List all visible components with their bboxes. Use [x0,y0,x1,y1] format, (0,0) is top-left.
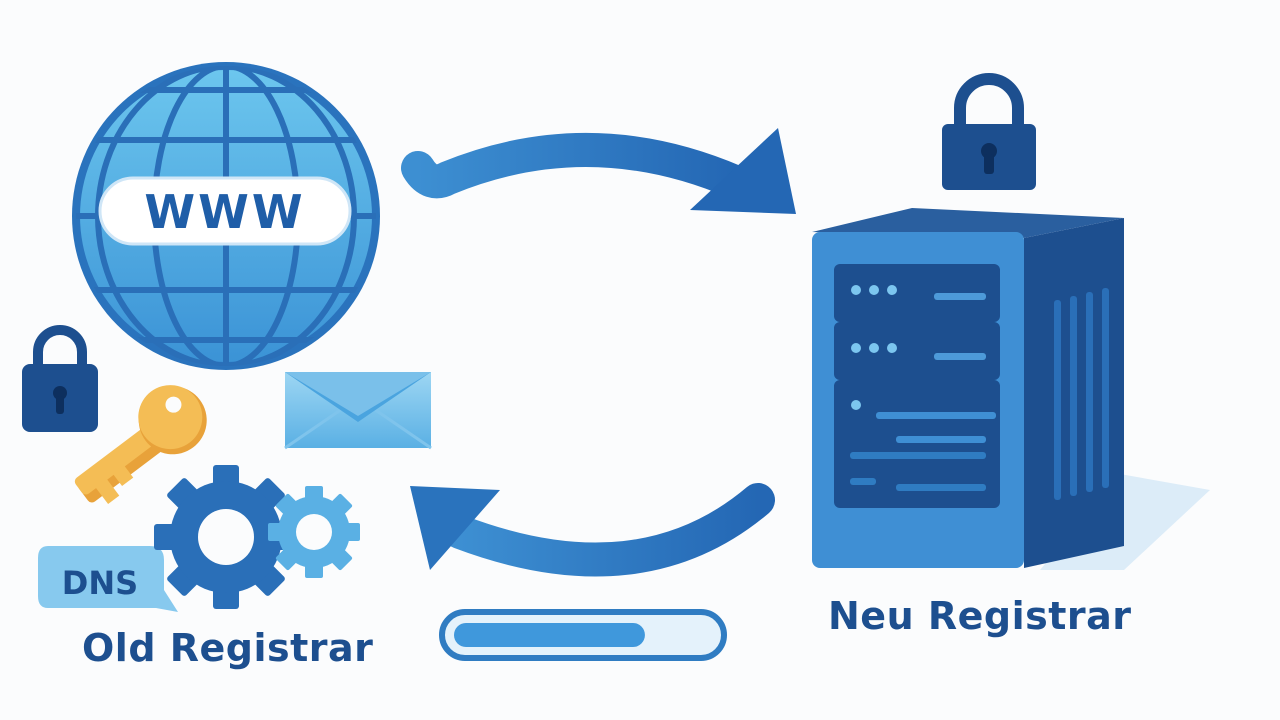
dns-badge-icon: DNS [38,546,178,612]
padlock-icon [22,325,98,432]
key-icon [74,385,207,505]
new-registrar-label: Neu Registrar [828,594,1132,638]
globe-www-text: WWW [144,185,305,239]
progress-fill [454,623,645,647]
padlock-icon [942,73,1036,190]
dns-badge-text: DNS [62,564,138,602]
return-arrow-icon [410,483,775,577]
old-registrar-label: Old Registrar [82,626,374,670]
www-pill [98,176,352,246]
globe-icon: WWW [72,62,380,370]
gear-icon [268,486,360,578]
envelope-icon [284,372,432,450]
forward-arrow-icon [401,128,796,214]
progress-bar [439,609,727,661]
server-icon [812,208,1210,570]
